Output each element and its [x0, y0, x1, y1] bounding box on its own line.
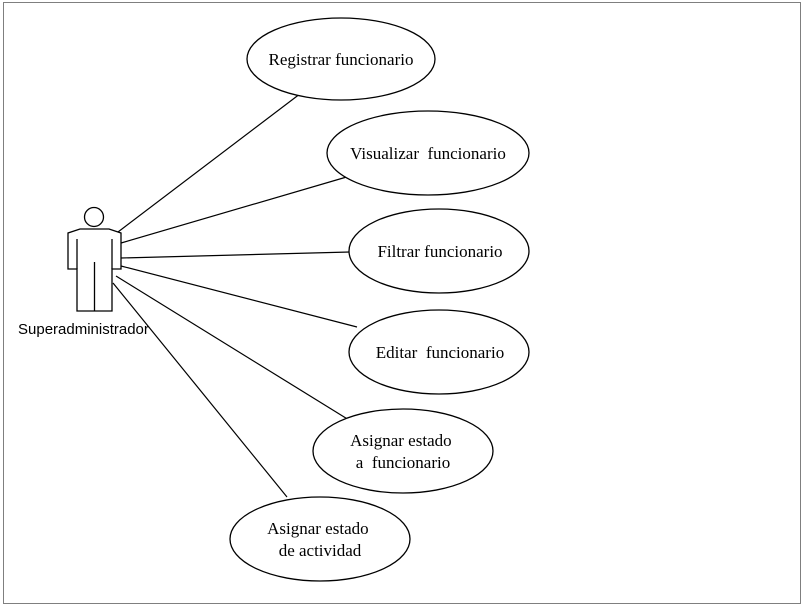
use-case-label: Asignar estado de actividad: [267, 519, 373, 560]
use-case-label: Registrar funcionario: [269, 50, 414, 69]
use-case-asignar-estado-funcionario[interactable]: [312, 408, 494, 494]
use-case-shapes: [229, 17, 530, 582]
actor-figure: [67, 206, 122, 312]
association-registrar-funcionario: [117, 83, 314, 233]
label-line: Filtrar funcionario: [377, 242, 502, 261]
use-case-editar-funcionario[interactable]: [348, 309, 530, 395]
use-case-visualizar-funcionario[interactable]: [326, 110, 530, 196]
label-line: Editar funcionario: [376, 343, 504, 362]
use-case-asignar-estado-actividad[interactable]: [229, 496, 411, 582]
use-case-filtrar-funcionario[interactable]: [348, 208, 530, 294]
actor-label: Superadministrador: [18, 321, 149, 338]
association-editar-funcionario: [120, 265, 358, 328]
associations: [112, 83, 358, 498]
actor-head-icon: [83, 206, 105, 228]
label-line: a funcionario: [356, 453, 450, 472]
diagram-border: [3, 2, 801, 604]
label-line: Asignar estado: [350, 431, 452, 450]
label-line: Registrar funcionario: [269, 50, 414, 69]
association-visualizar-funcionario: [120, 175, 351, 244]
label-line: de actividad: [279, 541, 362, 560]
use-case-label: Editar funcionario: [376, 343, 504, 362]
label-line: Asignar estado: [267, 519, 369, 538]
association-asignar-estado-actividad: [112, 282, 288, 498]
label-line: Visualizar funcionario: [350, 144, 506, 163]
association-filtrar-funcionario: [120, 251, 351, 259]
use-case-label: Filtrar funcionario: [377, 242, 502, 261]
use-case-labels: Registrar funcionario Visualizar funcion…: [267, 50, 506, 560]
use-case-label: Visualizar funcionario: [350, 144, 506, 163]
use-case-registrar-funcionario[interactable]: [246, 17, 436, 101]
association-asignar-estado-funcionario: [115, 275, 350, 421]
use-case-label: Asignar estado a funcionario: [350, 431, 456, 472]
